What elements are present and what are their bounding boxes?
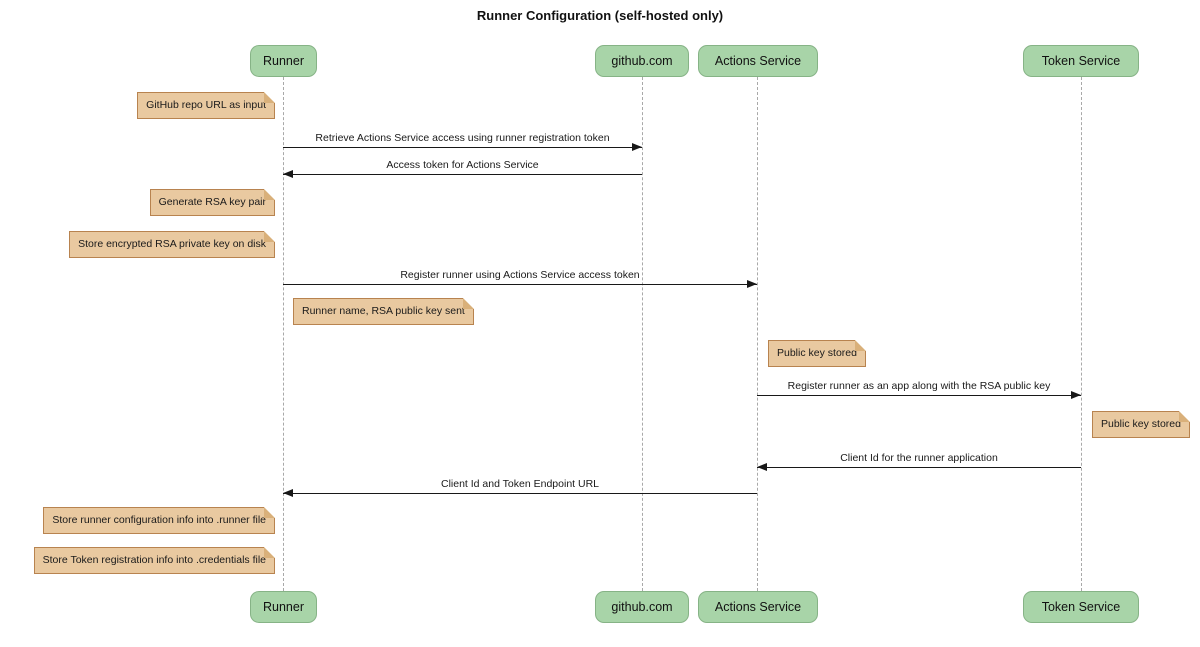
participant-token-service-top: Token Service <box>1023 45 1139 77</box>
participant-actions-service-top: Actions Service <box>698 45 818 77</box>
note-store-runner-file: Store runner configuration info into .ru… <box>43 507 275 534</box>
participant-runner-bottom: Runner <box>250 591 317 623</box>
message-client-id-endpoint-label: Client Id and Token Endpoint URL <box>441 478 599 490</box>
message-access-token-label: Access token for Actions Service <box>386 159 539 171</box>
participant-github-bottom: github.com <box>595 591 689 623</box>
diagram-title: Runner Configuration (self-hosted only) <box>476 8 724 23</box>
lifeline-runner <box>283 77 284 591</box>
lifeline-token-service <box>1081 77 1082 591</box>
lifeline-github <box>642 77 643 591</box>
message-retrieve-access-label: Retrieve Actions Service access using ru… <box>315 132 610 144</box>
note-runner-name-sent: Runner name, RSA public key sent <box>293 298 474 325</box>
note-store-credentials-file: Store Token registration info into .cred… <box>33 547 276 574</box>
arrowhead-right-icon <box>1071 391 1081 399</box>
lifeline-actions-service <box>757 77 758 591</box>
arrowhead-left-icon <box>283 170 293 178</box>
message-client-id-label: Client Id for the runner application <box>840 452 998 464</box>
message-client-id-arrow <box>757 463 1081 471</box>
arrowhead-left-icon <box>757 463 767 471</box>
note-public-key-stored-token: Public key stored <box>1092 411 1190 438</box>
note-public-key-stored-actions: Public key stored <box>768 340 866 367</box>
note-store-private-key: Store encrypted RSA private key on disk <box>69 231 275 258</box>
message-register-runner-arrow <box>283 280 757 288</box>
participant-github-top: github.com <box>595 45 689 77</box>
message-retrieve-access-arrow <box>283 143 642 151</box>
arrowhead-right-icon <box>747 280 757 288</box>
message-register-app-arrow <box>757 391 1081 399</box>
message-register-runner-label: Register runner using Actions Service ac… <box>400 269 640 281</box>
message-client-id-endpoint-arrow <box>283 489 757 497</box>
message-access-token-arrow <box>283 170 642 178</box>
arrowhead-right-icon <box>632 143 642 151</box>
note-generate-rsa: Generate RSA key pair <box>149 189 276 216</box>
participant-runner-top: Runner <box>250 45 317 77</box>
note-github-repo-url: GitHub repo URL as input <box>137 92 275 119</box>
participant-actions-service-bottom: Actions Service <box>698 591 818 623</box>
message-register-app-label: Register runner as an app along with the… <box>787 380 1051 392</box>
arrowhead-left-icon <box>283 489 293 497</box>
participant-token-service-bottom: Token Service <box>1023 591 1139 623</box>
